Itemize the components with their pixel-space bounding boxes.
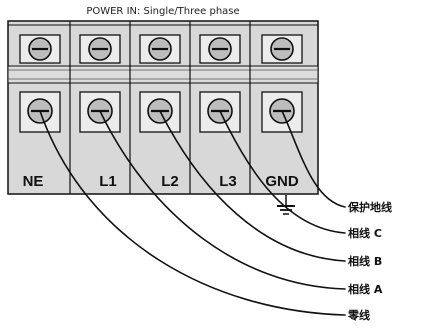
terminal-screw-icon [88, 37, 112, 61]
wire-label-l1: 相线 A [348, 282, 383, 296]
wire-label-gnd: 保护地线 [347, 200, 392, 214]
wire-l2 [159, 110, 346, 262]
terminal-screw-icon [270, 37, 294, 61]
wire-label-ne: 零线 [347, 308, 370, 322]
terminal-screw-icon [148, 37, 172, 61]
terminal-label-ne: NE [23, 173, 44, 190]
terminal-top-l1 [79, 34, 121, 64]
wire-ne [39, 110, 346, 316]
terminal-label-l1: L1 [99, 173, 117, 190]
wire-l3 [219, 110, 346, 234]
terminal-label-gnd: GND [265, 173, 299, 190]
terminal-block [7, 20, 319, 195]
terminal-top-gnd [261, 34, 303, 64]
terminal-top-l2 [139, 34, 181, 64]
terminal-rail [7, 65, 319, 84]
terminal-top-ne [19, 34, 61, 64]
ground-symbol-icon [277, 195, 295, 215]
terminal-label-l2: L2 [161, 173, 179, 190]
terminal-top-l3 [199, 34, 241, 64]
wire-label-l3: 相线 C [348, 226, 382, 240]
terminal-bottom-l3 [199, 91, 241, 133]
wire-label-l2: 相线 B [348, 254, 382, 268]
terminal-bottom-l1 [79, 91, 121, 133]
terminal-label-l3: L3 [219, 173, 237, 190]
terminal-screw-icon [28, 37, 52, 61]
diagram-title: POWER IN: Single/Three phase [86, 6, 239, 17]
terminal-screw-icon [208, 37, 232, 61]
wire-l1 [99, 110, 346, 290]
wire-gnd [281, 110, 346, 208]
